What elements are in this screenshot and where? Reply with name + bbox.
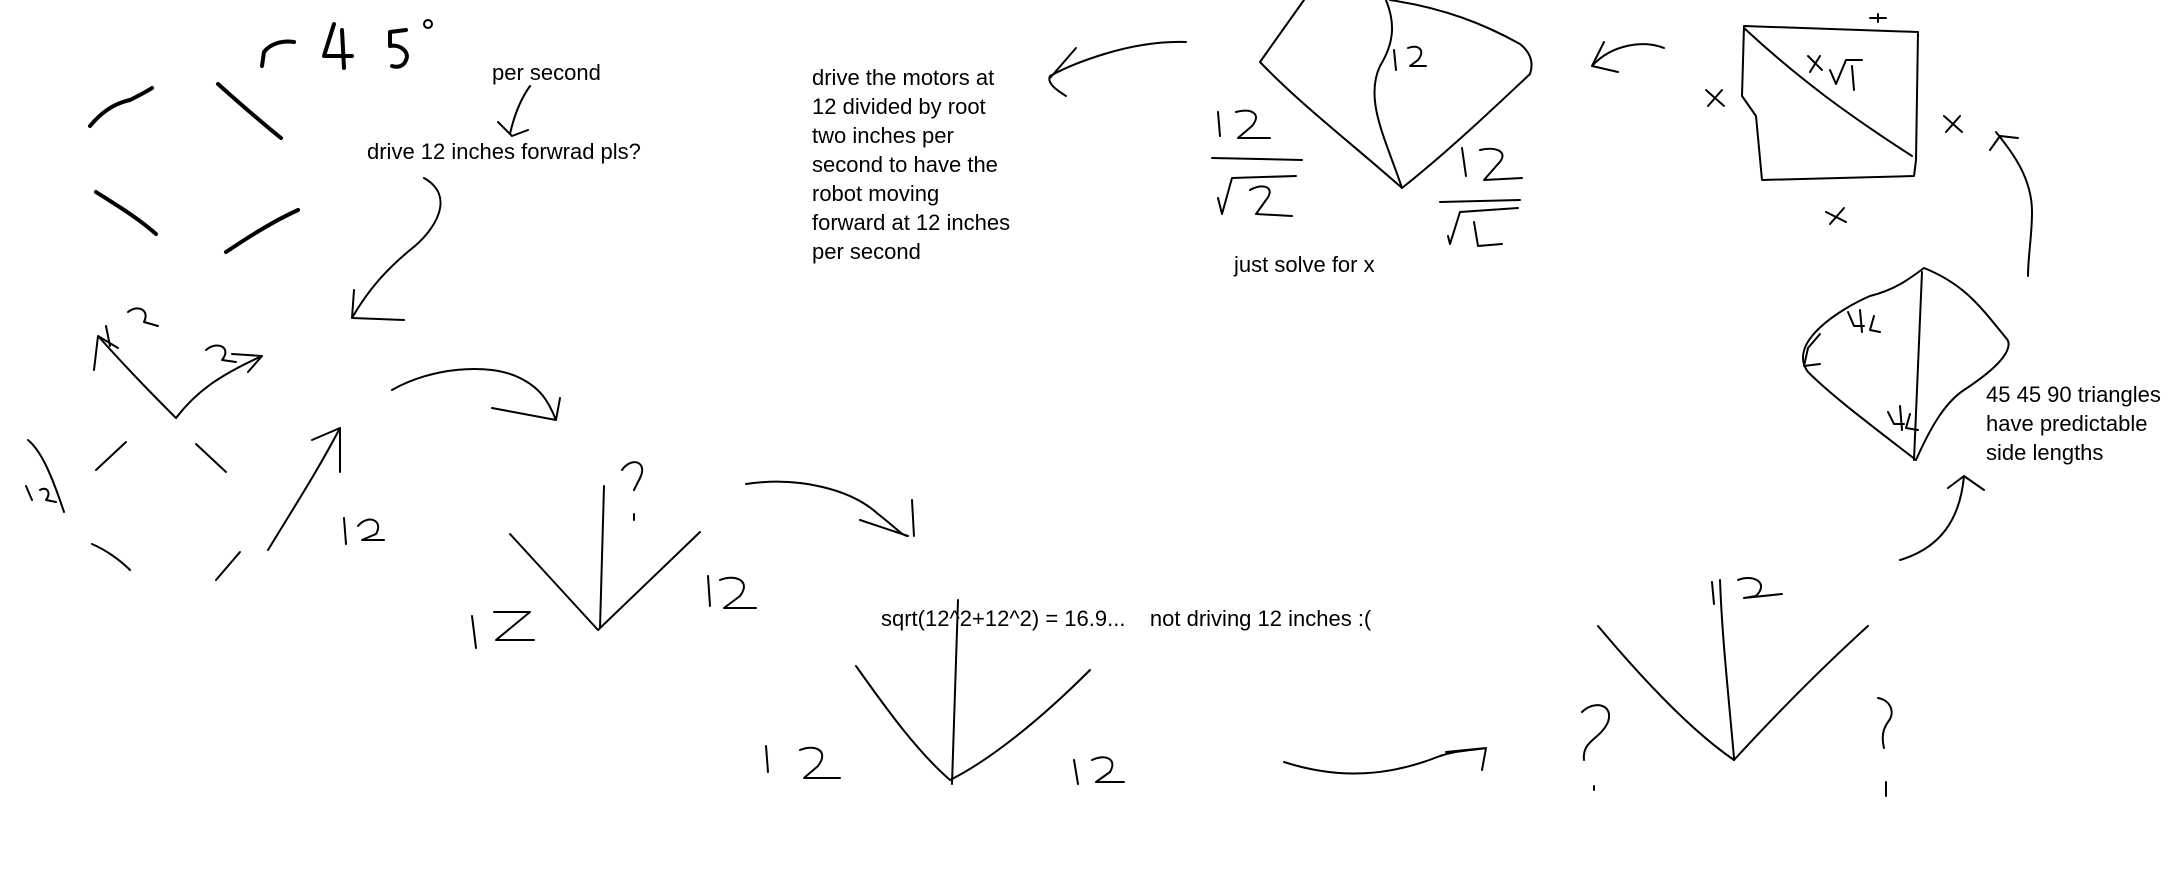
drive-motors-line-1: drive the motors at [812, 65, 995, 90]
right-angle-mark [1803, 333, 1821, 367]
square-diagonal [1743, 27, 1913, 157]
top-diamond-outline [1259, 0, 1533, 189]
vector-up-right [267, 427, 341, 551]
label-12-right [707, 575, 757, 609]
arrow-to-square [1989, 131, 2033, 277]
label-12-right-2 [1073, 756, 1125, 785]
wheel-dash-2 [195, 443, 227, 473]
label-12-top [1711, 577, 1783, 605]
label-12-left [471, 611, 535, 649]
label-x-bottom [1825, 207, 1847, 225]
label-x-root2 [1807, 55, 1863, 91]
digit-5-stroke [388, 28, 409, 69]
label-x-right [1943, 115, 1963, 133]
arrow-to-triangle-diamond [1899, 475, 1985, 561]
per-second-label: per second [492, 60, 601, 85]
label-x-top-right [1869, 13, 1887, 23]
wheel-layout-sketch [88, 82, 300, 254]
drive-motors-line-2: 12 divided by root [812, 94, 986, 119]
arrow-to-drive-motors-text [1048, 40, 1187, 97]
wheel-stroke-bottom-right [224, 208, 300, 254]
drive-motors-line-6: forward at 12 inches [812, 210, 1011, 235]
top-diamond-sketch [1211, 0, 1533, 247]
letter-c-stroke [260, 39, 296, 68]
fraction-right-12 [1461, 147, 1523, 181]
triangle-diamond [1802, 267, 2010, 461]
fraction-left-bar [1211, 157, 1303, 161]
label-root2-strokes [105, 307, 159, 347]
label-x-left [1705, 89, 1725, 107]
arrow-to-sqrt-diagram [745, 480, 915, 537]
arrow-to-top-diamond [1591, 41, 1665, 73]
v2-resultant [951, 599, 959, 785]
arrow-request-to-vectors [351, 177, 442, 321]
diamond-outline [1802, 267, 2010, 461]
v3-right-arm [1733, 625, 1869, 761]
solve-for-x-label: just solve for x [1234, 252, 1375, 277]
v3-left-arm [1597, 625, 1735, 761]
wheel-dash-3 [91, 543, 131, 571]
question-mark [621, 461, 643, 521]
v-vector-sketch-2 [765, 599, 1125, 785]
square-sketch [1705, 13, 1963, 225]
fraction-right-bar [1439, 199, 1521, 203]
vector-sketch-left [25, 307, 385, 581]
v-right-arm [597, 531, 701, 631]
label-12-right [343, 517, 385, 545]
triangles-line-1: 45 45 90 triangles [1986, 382, 2161, 407]
triangles-line-2: have predictable [1986, 411, 2148, 436]
v3-resultant [1719, 579, 1735, 759]
square-outline [1741, 25, 1919, 181]
diamond-diagonal [1913, 271, 1923, 461]
v-resultant [599, 485, 605, 629]
fraction-left-12 [1217, 109, 1271, 139]
v2-left-arm [855, 665, 951, 781]
label-12-top-diamond [1393, 45, 1427, 71]
diagonal-arrow-2 [175, 353, 263, 419]
arrow-per-second [497, 85, 531, 137]
question-mark-right [1877, 697, 1893, 797]
drive-motors-line-7: per second [812, 239, 921, 264]
label-45-bottom [1887, 405, 1919, 431]
question-mark-left [1581, 704, 1611, 791]
drive-motors-line-4: second to have the [812, 152, 998, 177]
v-vector-sketch-1 [471, 461, 757, 649]
label-45-top [1847, 309, 1881, 333]
c45-handwriting [260, 19, 433, 70]
label-12-left-small [25, 439, 65, 513]
diagonal-arrow-1 [93, 335, 177, 419]
wheel-stroke-top-left [88, 86, 154, 128]
drive-request-label: drive 12 inches forwrad pls? [367, 139, 641, 164]
v2-right-arm [949, 669, 1091, 781]
wheel-dash-4 [215, 551, 241, 581]
digit-4-stroke [322, 22, 354, 70]
wheel-stroke-bottom-left [94, 190, 158, 236]
label-2-strokes [205, 344, 237, 363]
drive-motors-line-5: robot moving [812, 181, 940, 206]
triangles-line-3: side lengths [1986, 440, 2104, 465]
fraction-left-root2 [1217, 175, 1297, 217]
wheel-stroke-top-right [216, 82, 283, 140]
arrow-to-v-sketch-1 [391, 368, 561, 421]
wheel-dash-1 [95, 441, 127, 471]
degree-symbol [423, 19, 433, 29]
top-diamond-diagonal [1373, 0, 1403, 189]
sqrt-result-label: sqrt(12^2+12^2) = 16.9... not driving 12… [881, 606, 1372, 631]
arrow-to-v-sketch-3 [1283, 747, 1487, 775]
v-left-arm [509, 533, 599, 631]
drive-motors-line-3: two inches per [812, 123, 954, 148]
fraction-right-root1 [1447, 207, 1519, 247]
label-12-left-2 [765, 745, 841, 779]
v-vector-sketch-3 [1581, 577, 1893, 797]
